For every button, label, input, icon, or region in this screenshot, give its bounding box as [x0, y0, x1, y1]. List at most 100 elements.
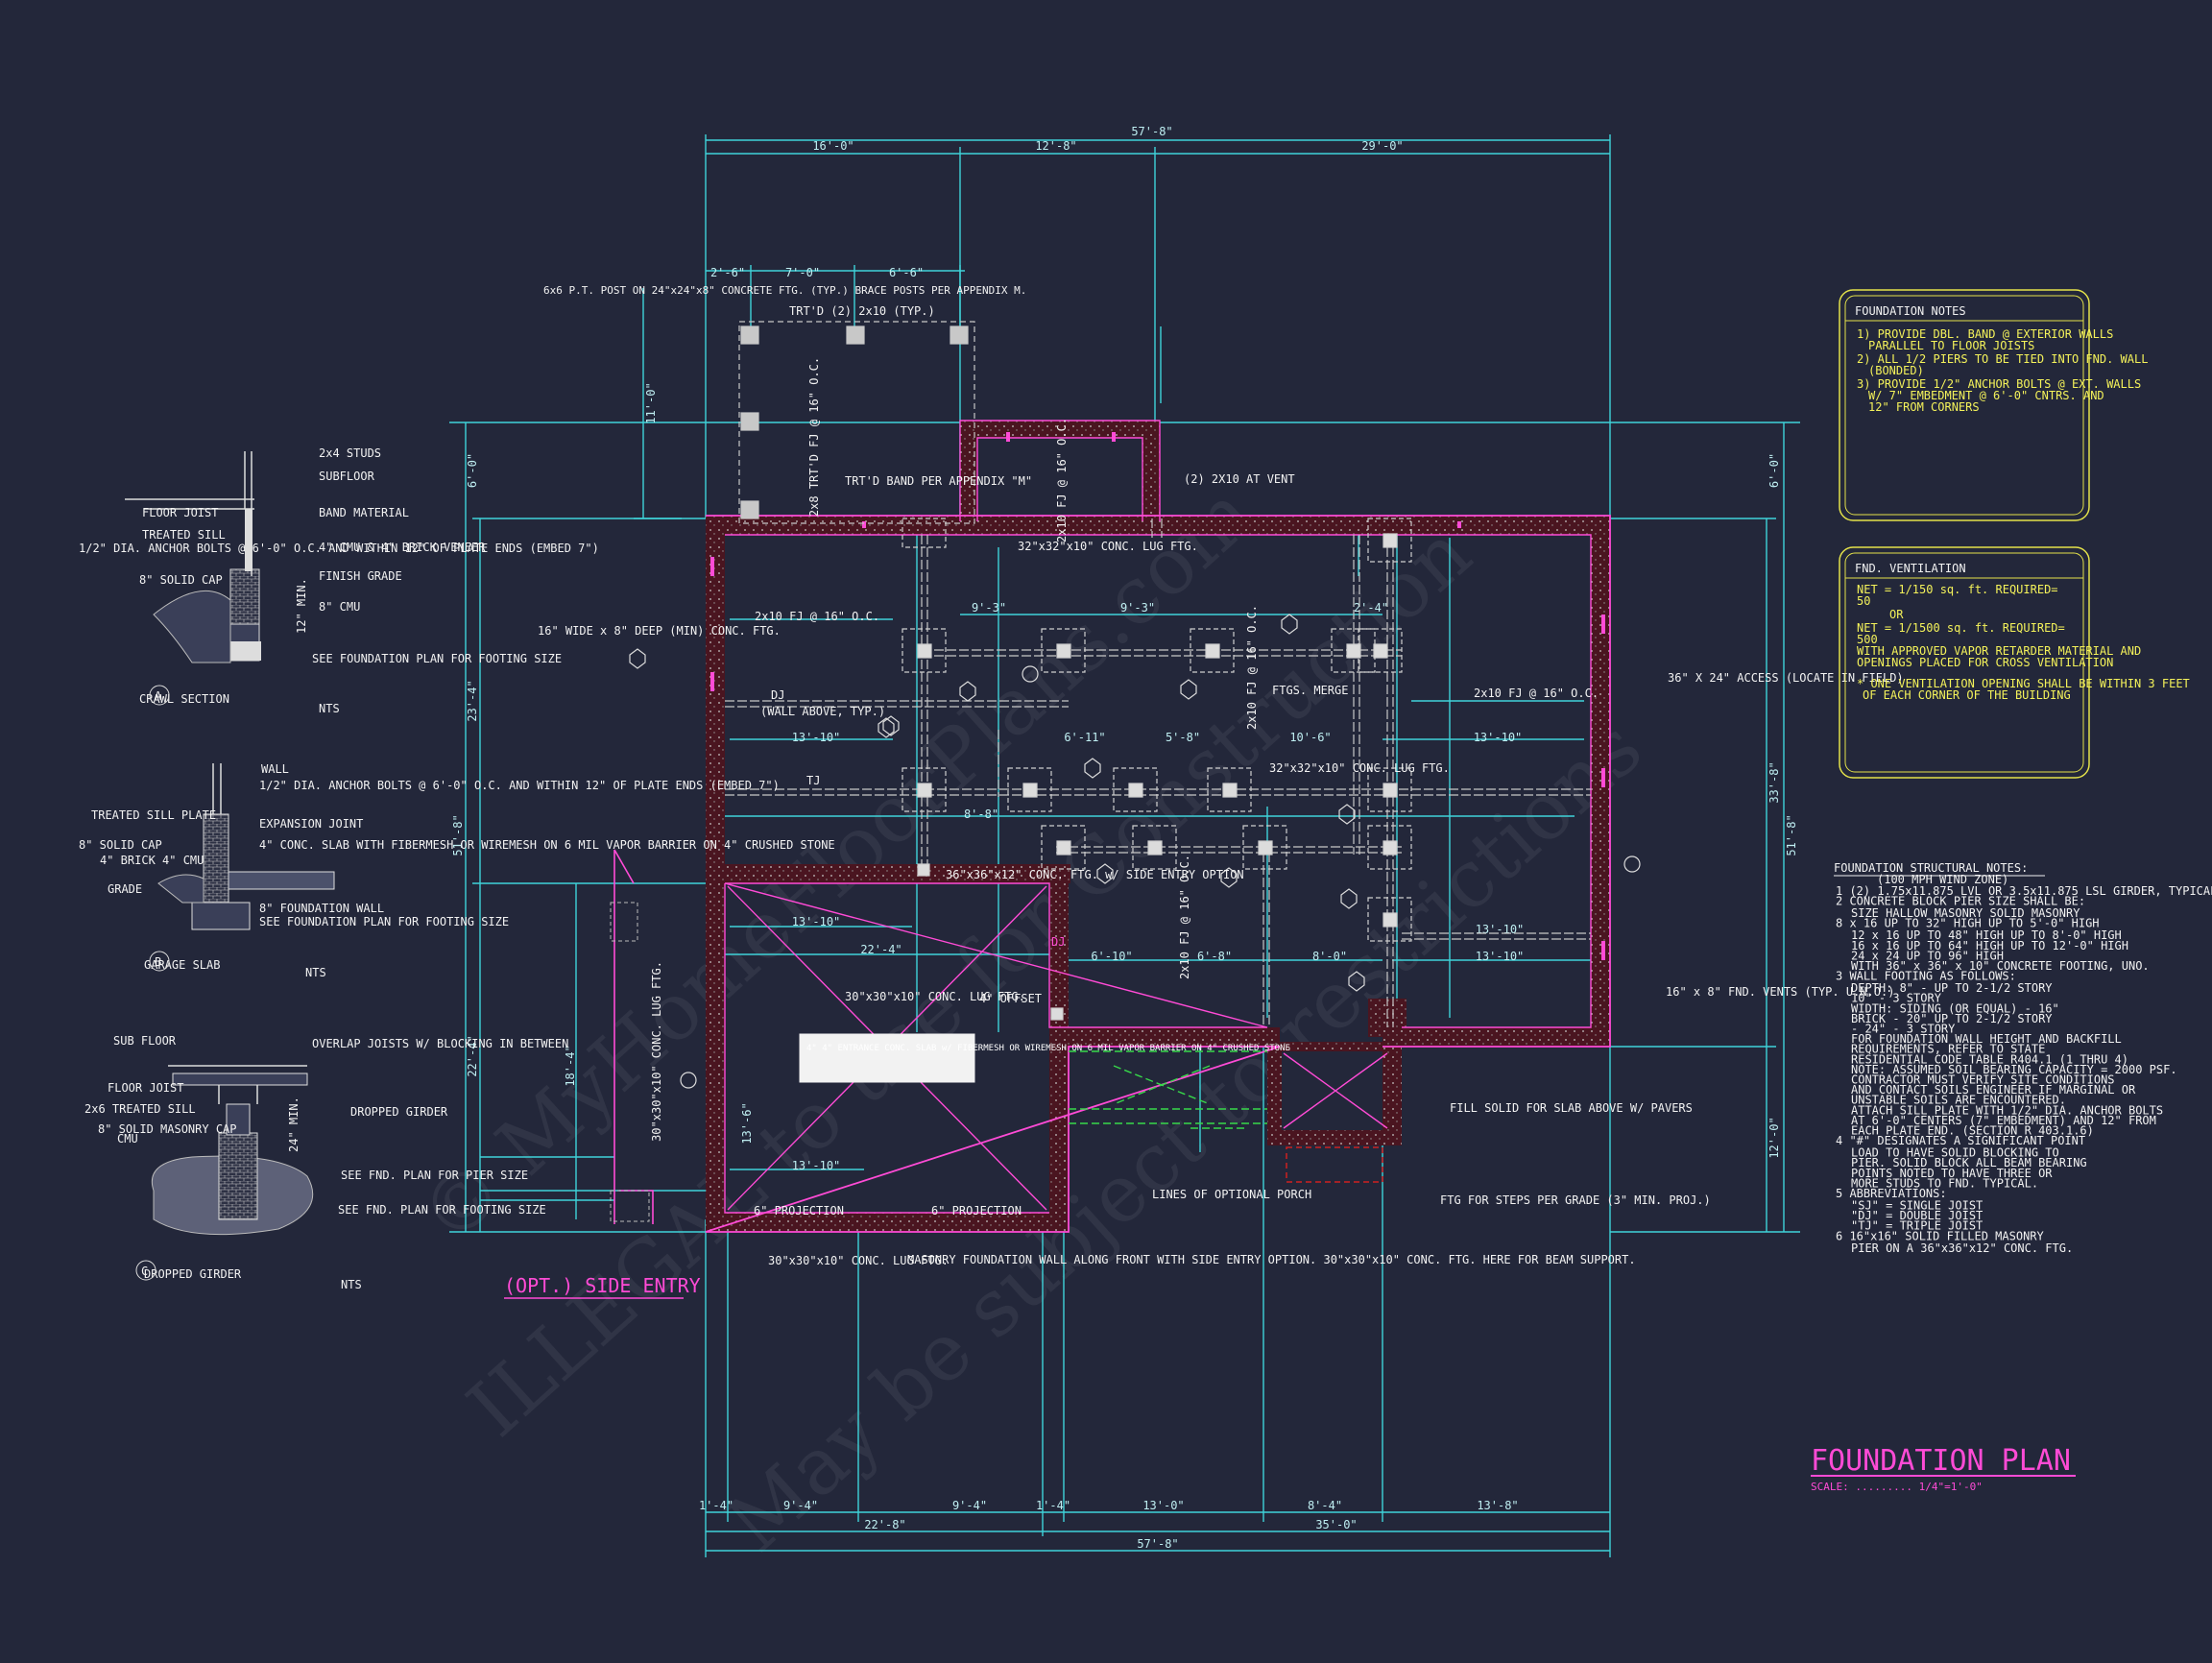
label-side-entry-ftg: 36"x36"x12" CONC. FTG. w/ SIDE ENTRY OPT…	[946, 868, 1244, 881]
plan-labels: 6x6 P.T. POST ON 24"x24"x8" CONCRETE FTG…	[538, 284, 1904, 1267]
dim-bottom-left: 22'-8"	[864, 1518, 905, 1531]
label-offset: 4" OFFSET	[979, 992, 1042, 1005]
structural-note-line: REQUIREMENTS, REFER TO STATE	[1851, 1043, 2045, 1056]
structural-note-line: 5 ABBREVIATIONS:	[1836, 1187, 1947, 1200]
garage-letter: B	[155, 955, 161, 969]
vent-line-8: * ONE VENTILATION OPENING SHALL BE WITHI…	[1857, 677, 2190, 690]
notes-line-4: (BONDED)	[1868, 364, 1924, 377]
vent-line-7: OPENINGS PLACED FOR CROSS VENTILATION	[1857, 656, 2113, 669]
notes-line-7: 12" FROM CORNERS	[1868, 400, 1980, 414]
notes-line-5: 3) PROVIDE 1/2" ANCHOR BOLTS @ EXT. WALL…	[1857, 377, 2141, 391]
structural-note-line: SIZE HALLOW MASONRY SOLID MASONRY	[1851, 906, 2080, 920]
dim-garage-inner: 13'-10"	[792, 915, 841, 928]
garage-brick: 4" BRICK 4" CMU	[100, 854, 204, 867]
dim-b7: 13'-8"	[1477, 1499, 1518, 1512]
garage-joint: EXPANSION JOINT	[259, 817, 363, 831]
garage-slab-detail: GARAGE SLAB B NTS WALL 1/2" DIA. ANCHOR …	[79, 762, 835, 979]
label-fj-left: 2x10 FJ @ 16" O.C.	[755, 610, 879, 623]
garage-wall: WALL	[261, 762, 289, 776]
structural-note-line: RESIDENTIAL CODE TABLE R404.1 (1 THRU 4)	[1851, 1052, 2128, 1066]
structural-note-line: LOAD TO HAVE SOLID BLOCKING TO	[1851, 1146, 2059, 1160]
label-wall-above: (WALL ABOVE, TYP.)	[760, 705, 885, 718]
girder-cap: 8" SOLID MASONRY CAP	[98, 1122, 237, 1136]
label-lug-30: 30"x30"x10" CONC. LUG FTG.	[845, 990, 1025, 1003]
garage-see: SEE FOUNDATION PLAN FOR FOOTING SIZE	[259, 915, 509, 928]
dim-left-upper: 23'-4"	[466, 680, 479, 721]
vent-line-6: WITH APPROVED VAPOR RETARDER MATERIAL AN…	[1857, 644, 2141, 658]
label-fj-right: 2x10 FJ @ 16" O.C.	[1474, 687, 1599, 700]
label-projection-b: 6" PROJECTION	[931, 1204, 1022, 1217]
dim-top-b: 12'-8"	[1035, 139, 1076, 153]
vent-title: FND. VENTILATION	[1855, 562, 1966, 575]
crawl-studs: 2x4 STUDS	[319, 446, 381, 460]
girder-cmu: CMU	[117, 1132, 138, 1145]
structural-note-line: 24 x 24 UP TO 96" HIGH	[1851, 949, 2004, 962]
structural-note-line: WIDTH: SIDING (OR EQUAL) - 16"	[1851, 1001, 2059, 1015]
label-fj-2x10: 2x10 FJ @ 16" O.C.	[1055, 418, 1069, 542]
girders	[725, 518, 1591, 1027]
dim-left-top: 6'-0"	[466, 453, 479, 488]
crawl-floor-joist: FLOOR JOIST	[142, 506, 218, 519]
title-block: FOUNDATION PLAN SCALE: ......... 1/4"=1'…	[504, 1274, 2076, 1493]
notes-line-3: 2) ALL 1/2 PIERS TO BE TIED INTO FND. WA…	[1857, 352, 2148, 366]
notes-line-1: 1) PROVIDE DBL. BAND @ EXTERIOR WALLS	[1857, 327, 2113, 341]
label-slab-box: 4" 4" ENTRANCE CONC. SLAB w/ FIBERMESH O…	[806, 1044, 1290, 1053]
vent-line-5: 500	[1857, 633, 1878, 646]
dim-9-3a: 9'-3"	[972, 601, 1006, 615]
structural-note-line: "DJ" = DOUBLE JOIST	[1851, 1209, 1983, 1222]
structural-note-line: MORE STUDS TO FND. TYPICAL.	[1851, 1176, 2038, 1190]
label-wide-ftg: 16" WIDE x 8" DEEP (MIN) CONC. FTG.	[538, 624, 781, 638]
structural-note-line: 8 x 16 UP TO 32" HIGH UP TO 5'-0" HIGH	[1836, 917, 2100, 930]
structural-note-line: 1 (2) 1.75x11.875 LVL OR 3.5x11.875 LSL …	[1836, 884, 2212, 898]
structural-note-line: NOTE: ASSUMED SOIL BEARING CAPACITY = 20…	[1851, 1063, 2177, 1076]
structural-note-line: FOR FOUNDATION WALL HEIGHT AND BACKFILL	[1851, 1032, 2122, 1046]
structural-note-line: POINTS NOTED TO HAVE THREE OR	[1851, 1167, 2053, 1180]
crawl-grade: FINISH GRADE	[319, 569, 402, 583]
foundation-notes-box: FOUNDATION NOTES 1) PROVIDE DBL. BAND @ …	[1839, 289, 2148, 521]
structural-note-line: PIER. SOLID BLOCK ALL BEAM BEARING	[1851, 1156, 2087, 1169]
label-trtd-band: TRT'D BAND PER APPENDIX "M"	[845, 474, 1032, 488]
garage-slab: 4" CONC. SLAB WITH FIBERMESH OR WIREMESH…	[259, 838, 835, 852]
foundation-walls	[610, 420, 1611, 1233]
dim-b1: 1'-4"	[699, 1499, 733, 1512]
structural-note-line: 12 x 16 UP TO 48" HIGH UP TO 8'-0" HIGH	[1851, 928, 2122, 942]
slab-note-box	[799, 1033, 975, 1083]
girder-footing: SEE FND. PLAN FOR FOOTING SIZE	[338, 1203, 546, 1217]
garage-sill: TREATED SILL PLATE	[91, 808, 216, 822]
girder-title: DROPPED GIRDER	[144, 1267, 242, 1281]
crawl-subfloor: SUBFLOOR	[319, 470, 375, 483]
structural-note-line: AND CONTACT SOILS ENGINEER IF MARGINAL O…	[1851, 1083, 2136, 1097]
label-steps: FTG FOR STEPS PER GRADE (3" MIN. PROJ.)	[1440, 1193, 1711, 1207]
dim-2-4: 2'-4"	[1354, 601, 1388, 615]
garage-grade: GRADE	[108, 882, 142, 896]
dim-13-10a: 13'-10"	[792, 731, 841, 744]
crawl-title: CRAWL SECTION	[139, 692, 229, 706]
girder-subfloor: SUB FLOOR	[113, 1034, 177, 1048]
girder-sill: 2x6 TREATED SILL	[84, 1102, 196, 1116]
crawl-cap: 8" SOLID CAP	[139, 573, 223, 587]
label-dj-b: DJ	[1051, 935, 1065, 949]
dim-garage-inner-2: 13'-10"	[792, 1159, 841, 1172]
label-lug-side: 30"x30"x10" CONC. LUG FTG.	[650, 961, 663, 1142]
dim-13-10d: 13'-10"	[1476, 923, 1525, 936]
label-tj: TJ	[806, 774, 820, 787]
label-vent-2x10: (2) 2X10 AT VENT	[1184, 472, 1295, 486]
dim-10-6: 10'-6"	[1289, 731, 1331, 744]
crawl-min: 12" MIN.	[295, 578, 308, 634]
notes-line-2: PARALLEL TO FLOOR JOISTS	[1868, 339, 2034, 352]
dim-right-bottom: 12'-0"	[1767, 1117, 1781, 1158]
structural-note-line: "TJ" = TRIPLE JOIST	[1851, 1219, 1983, 1233]
front-porch-posts	[738, 321, 975, 524]
girder-nts: NTS	[341, 1278, 362, 1291]
callout-bubbles	[629, 614, 1641, 1089]
vent-line-9: OF EACH CORNER OF THE BUILDING	[1863, 688, 2071, 702]
crawl-section-detail: CRAWL SECTION A NTS 2x4 STUDS SUBFLOOR F…	[79, 446, 599, 715]
garage-cap: 8" SOLID CAP	[79, 838, 162, 852]
structural-note-line: EACH PLATE END. (SECTION R 403.1.6)	[1851, 1124, 2094, 1138]
structural-note-line: WITH 36" x 36" x 10" CONCRETE FOOTING, U…	[1851, 959, 2150, 973]
label-lug-32b: 32"x32"x10" CONC. LUG FTG.	[1269, 761, 1450, 775]
label-dj: DJ	[771, 688, 784, 702]
structural-notes: FOUNDATION STRUCTURAL NOTES: (100 MPH WI…	[1834, 861, 2212, 1255]
structural-note-line: 6 16"x16" SOLID FILLED MASONRY	[1836, 1229, 2045, 1242]
